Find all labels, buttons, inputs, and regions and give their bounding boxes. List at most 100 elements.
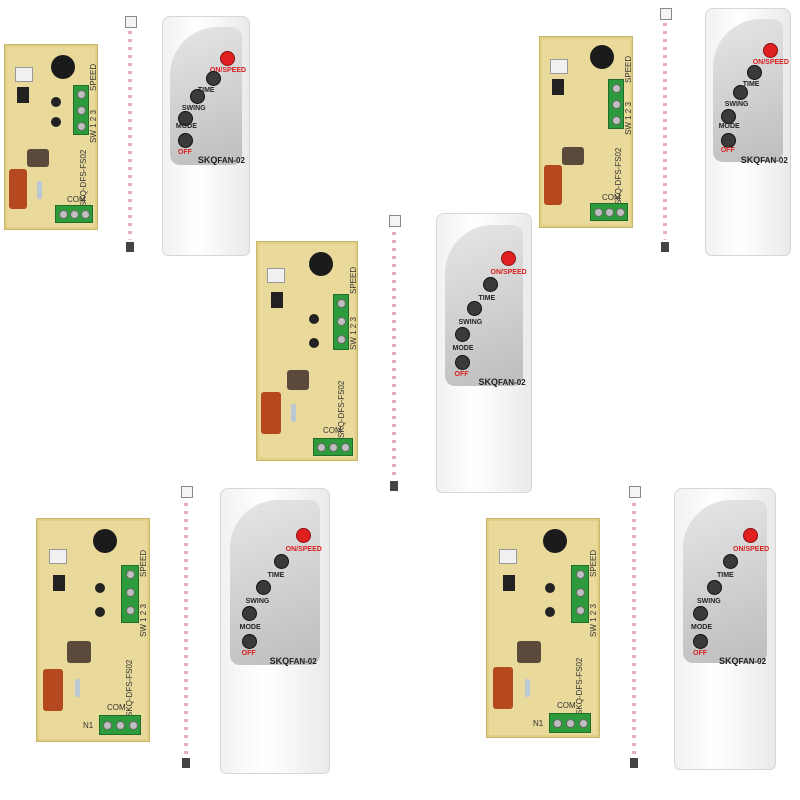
- swing-button[interactable]: [189, 88, 205, 104]
- time-label: TIME: [478, 295, 496, 303]
- mode-label: MODE: [718, 122, 740, 130]
- cable-plug: [661, 242, 669, 252]
- time-label: TIME: [197, 86, 215, 94]
- ic-chip: [53, 575, 65, 591]
- connector-cable: [632, 498, 636, 756]
- off-label: OFF: [720, 146, 735, 154]
- model-label: SKQFAN-02: [269, 656, 317, 667]
- fan-kit-3: SPEED SW 1 2 3 SKQ-DFS-FS02 COM ON/SPEED…: [250, 205, 550, 500]
- swing-button[interactable]: [466, 301, 482, 317]
- cable-plug: [630, 758, 638, 768]
- buzzer: [543, 529, 567, 553]
- off-label: OFF: [177, 148, 192, 156]
- mode-button[interactable]: [720, 108, 736, 124]
- terminal-label: SW 1 2 3: [89, 110, 98, 143]
- buzzer: [309, 252, 333, 276]
- board-connector: [550, 59, 568, 74]
- mode-button[interactable]: [177, 110, 193, 126]
- fan-kit-4: SPEED SW 1 2 3 SKQ-DFS-FS02 COM N1 ON/SP…: [30, 480, 340, 780]
- transistor: [545, 607, 555, 617]
- time-button[interactable]: [273, 554, 289, 570]
- board-connector: [15, 67, 33, 82]
- cable-plug: [126, 242, 134, 252]
- electrolytic-capacitor: [27, 149, 49, 167]
- receiver-board: SPEED SW 1 2 3 SKQ-DFS-FS02 COM N1: [486, 518, 600, 738]
- com-label: COM: [67, 195, 86, 204]
- resistor: [525, 679, 530, 697]
- speed-label: SPEED: [589, 549, 598, 577]
- remote-panel: ON/SPEED TIME SWING MODE OFF SKQFAN-02: [712, 18, 789, 165]
- on-speed-button[interactable]: [762, 42, 778, 58]
- cable-plug: [660, 8, 672, 20]
- speed-terminal-block: [121, 565, 139, 623]
- electrolytic-capacitor: [67, 641, 91, 663]
- board-id-label: SKQ-DFS-FS02: [125, 659, 134, 717]
- remote-panel: ON/SPEED TIME SWING MODE OFF SKQFAN-02: [683, 500, 769, 666]
- time-label: TIME: [742, 80, 760, 88]
- board-id-label: SKQ-DFS-FS02: [575, 657, 584, 715]
- mode-button[interactable]: [693, 606, 708, 622]
- swing-label: SWING: [181, 104, 206, 112]
- com-label: COM: [107, 703, 126, 712]
- off-button[interactable]: [693, 634, 708, 650]
- time-button[interactable]: [482, 277, 498, 293]
- model-label: SKQFAN-02: [740, 154, 788, 165]
- on-speed-button[interactable]: [500, 251, 516, 267]
- off-button[interactable]: [177, 132, 193, 148]
- cable-plug: [390, 481, 398, 491]
- power-terminal-block: [99, 715, 141, 735]
- cable-plug: [389, 215, 401, 227]
- model-label: SKQFAN-02: [197, 154, 245, 165]
- film-capacitor: [261, 392, 281, 434]
- on-speed-label: ON/SPEED: [752, 58, 789, 66]
- on-speed-label: ON/SPEED: [285, 546, 322, 554]
- speed-terminal-block: [73, 85, 89, 135]
- swing-label: SWING: [245, 598, 270, 606]
- com-label: COM: [557, 701, 576, 710]
- transistor: [51, 97, 61, 107]
- mode-button[interactable]: [241, 606, 257, 622]
- mode-button[interactable]: [454, 327, 470, 343]
- film-capacitor: [493, 667, 513, 709]
- power-terminal-block: [55, 205, 93, 223]
- connector-cable: [392, 227, 396, 479]
- swing-button[interactable]: [255, 580, 271, 596]
- on-speed-button[interactable]: [295, 528, 311, 544]
- remote-control: ON/SPEED TIME SWING MODE OFF SKQFAN-02: [674, 488, 776, 770]
- transistor: [545, 583, 555, 593]
- mode-label: MODE: [175, 122, 197, 130]
- time-button[interactable]: [723, 554, 738, 570]
- off-button[interactable]: [241, 634, 257, 650]
- time-label: TIME: [717, 572, 734, 580]
- film-capacitor: [9, 169, 27, 209]
- off-button[interactable]: [720, 132, 736, 148]
- remote-control: ON/SPEED TIME SWING MODE OFF SKQFAN-02: [705, 8, 791, 256]
- off-button[interactable]: [454, 355, 470, 371]
- terminal-label: SW 1 2 3: [624, 102, 633, 135]
- n1-label: N1: [83, 721, 94, 730]
- time-button[interactable]: [205, 70, 221, 86]
- model-label: SKQFAN-02: [719, 656, 767, 667]
- resistor: [37, 181, 42, 199]
- cable-plug: [125, 16, 137, 28]
- cable-plug: [182, 758, 190, 768]
- resistor: [75, 679, 80, 697]
- buzzer: [93, 529, 117, 553]
- on-speed-button[interactable]: [743, 528, 758, 544]
- connector-cable: [128, 26, 132, 240]
- swing-button[interactable]: [732, 84, 748, 100]
- power-terminal-block: [313, 438, 353, 456]
- film-capacitor: [43, 669, 63, 711]
- board-connector: [267, 268, 285, 283]
- speed-terminal-block: [333, 294, 349, 350]
- time-button[interactable]: [746, 64, 762, 80]
- on-speed-button[interactable]: [219, 50, 235, 66]
- ic-chip: [17, 87, 29, 103]
- speed-label: SPEED: [89, 63, 98, 91]
- swing-button[interactable]: [707, 580, 722, 596]
- transistor: [309, 338, 319, 348]
- transistor: [95, 607, 105, 617]
- swing-label: SWING: [697, 598, 721, 606]
- remote-panel: ON/SPEED TIME SWING MODE OFF SKQFAN-02: [229, 500, 322, 667]
- power-terminal-block: [590, 203, 628, 221]
